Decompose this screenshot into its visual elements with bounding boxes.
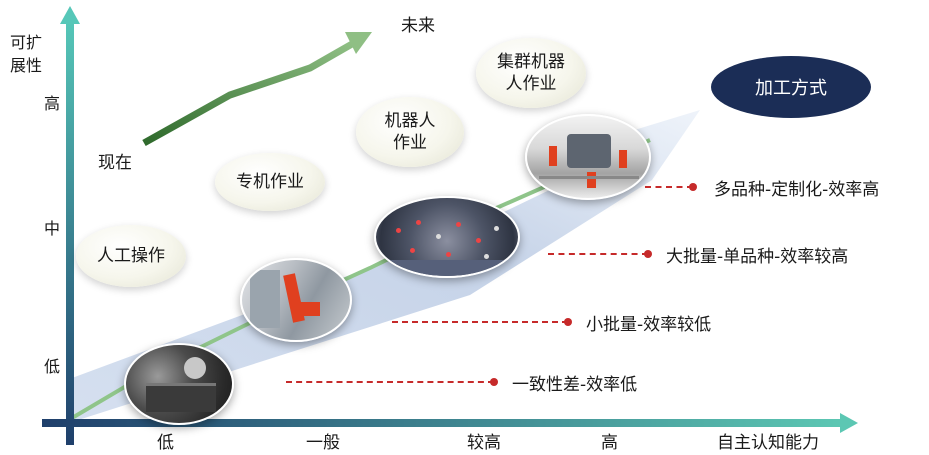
x-axis-title: 自主认知能力 xyxy=(717,433,819,453)
stage-cluster-robot-line2: 人作业 xyxy=(505,74,557,94)
y-axis-title-line1: 可扩 xyxy=(10,33,43,52)
x-axis-arrow xyxy=(840,413,858,433)
stage-manual: 人工操作 xyxy=(76,225,186,287)
y-tick-high: 高 xyxy=(44,94,61,113)
leader-line-3 xyxy=(548,253,648,255)
stage-robot-line2: 作业 xyxy=(393,133,427,153)
stage-manual-label: 人工操作 xyxy=(97,246,165,266)
manual-work-photo xyxy=(124,343,234,425)
trend-arrow xyxy=(142,40,354,147)
stage-cluster-robot: 集群机器 人作业 xyxy=(476,38,586,108)
leader-line-1 xyxy=(286,381,494,383)
cluster-robot-photo xyxy=(525,114,651,200)
y-axis-arrow xyxy=(60,6,80,24)
x-tick-higher: 较高 xyxy=(467,433,501,453)
leader-line-4 xyxy=(645,186,693,188)
method-badge: 加工方式 xyxy=(711,56,871,118)
characteristic-2: 小批量-效率较低 xyxy=(586,315,712,335)
stage-robot-line1: 机器人 xyxy=(384,111,436,131)
leader-dot-1 xyxy=(490,378,498,386)
trend-start-label: 现在 xyxy=(98,153,132,173)
leader-line-2 xyxy=(392,321,568,323)
leader-dot-3 xyxy=(644,250,652,258)
robot-work-photo xyxy=(374,196,520,278)
stage-cluster-robot-line1: 集群机器 xyxy=(497,52,565,72)
characteristic-4: 多品种-定制化-效率高 xyxy=(714,180,880,200)
leader-dot-2 xyxy=(564,318,572,326)
method-badge-label: 加工方式 xyxy=(755,78,827,99)
x-tick-medium: 一般 xyxy=(306,433,340,453)
x-tick-high: 高 xyxy=(601,433,618,453)
y-axis xyxy=(66,20,74,445)
dedicated-machine-photo xyxy=(240,258,352,342)
stage-dedicated-machine: 专机作业 xyxy=(215,153,325,211)
x-axis xyxy=(42,419,842,427)
y-tick-mid: 中 xyxy=(44,219,61,238)
x-tick-low: 低 xyxy=(157,433,174,453)
stage-dedicated-machine-label: 专机作业 xyxy=(236,172,304,192)
y-axis-title-line2: 展性 xyxy=(10,56,43,75)
leader-dot-4 xyxy=(689,183,697,191)
trend-arrowhead xyxy=(345,32,372,54)
stage-robot: 机器人 作业 xyxy=(356,97,464,167)
trend-end-label: 未来 xyxy=(401,16,435,36)
characteristic-1: 一致性差-效率低 xyxy=(512,375,638,395)
y-tick-low: 低 xyxy=(44,357,61,376)
characteristic-3: 大批量-单品种-效率较高 xyxy=(666,247,849,267)
